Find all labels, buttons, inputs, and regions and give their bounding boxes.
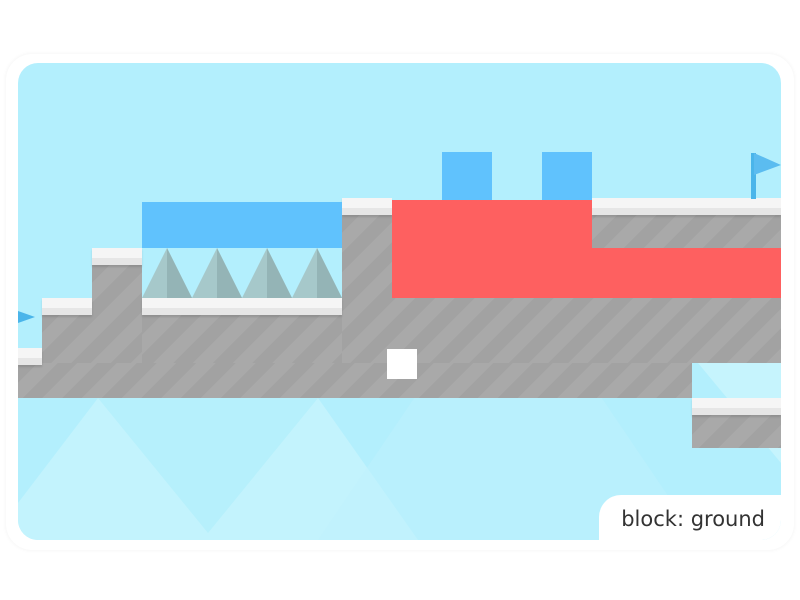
block-type-label: block: ground [599, 495, 781, 540]
lava-block [392, 200, 592, 298]
flag-icon [751, 153, 781, 199]
water-block [442, 152, 492, 200]
ground-cap [92, 248, 142, 265]
ground-block [142, 315, 342, 363]
ground-base [18, 363, 692, 398]
game-canvas[interactable]: block: ground [18, 63, 781, 540]
lava-block [592, 248, 781, 298]
water-block [142, 202, 342, 248]
spike [142, 248, 192, 298]
ground-cap [142, 298, 342, 315]
water-block [542, 152, 592, 200]
ground-block [692, 415, 781, 448]
background-mountains [18, 363, 781, 540]
player-block [387, 349, 417, 379]
spike [192, 248, 242, 298]
ground-block [92, 263, 142, 363]
ground-cap [592, 198, 781, 215]
spike [292, 248, 342, 298]
ground-block [42, 313, 92, 363]
ground-cap [42, 298, 92, 315]
ground-cap [342, 198, 392, 215]
spike [242, 248, 292, 298]
ground-cap [692, 398, 781, 415]
ground-cap [18, 348, 42, 365]
flag-icon [18, 311, 35, 323]
